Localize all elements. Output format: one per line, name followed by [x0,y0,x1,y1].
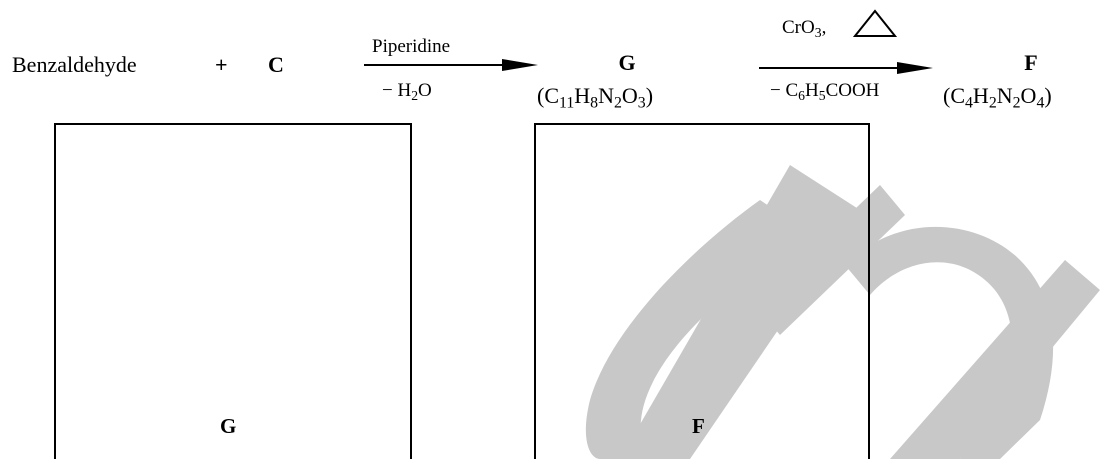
reaction-arrow-2 [759,62,933,74]
f-formula-p0: (C [943,83,965,108]
arrow2-byproduct-p2: H [804,80,819,101]
answer-box-f[interactable] [534,123,870,459]
reaction-arrow-1 [364,59,538,71]
arrow1-reagent-label: Piperidine [372,36,451,57]
arrow2-reagent-sub: 3 [814,24,822,40]
arrow2-byproduct-label: − C6H5COOH [770,80,879,102]
g-formula-p8: ) [645,83,654,108]
g-formula-p2: H [574,83,591,108]
arrow2-byproduct-p4: COOH [825,80,880,101]
intermediate-label: G [618,50,636,75]
answer-box-f-label: F [692,414,705,438]
arrow2-reagent-suffix: , [821,17,827,38]
arrow1-byproduct-prefix: − H [382,80,412,101]
f-formula-p2: H [972,83,989,108]
plus-sign: + [215,52,228,77]
answer-box-g-label: G [220,414,237,438]
arrow1-byproduct-label: − H2O [382,80,432,102]
f-formula-p7: 4 [1036,94,1045,112]
arrow1-byproduct-suffix: O [418,80,432,101]
f-formula-p3: 2 [988,94,997,112]
g-formula-p0: (C [537,83,559,108]
g-formula-p7: 3 [637,94,646,112]
g-formula-p1: 11 [559,94,575,112]
f-formula-p4: N [996,83,1013,108]
g-formula-p3: 8 [590,94,599,112]
reactant-benzaldehyde: Benzaldehyde [12,52,137,77]
arrow2-reagent-prefix: CrO [782,17,815,38]
intermediate-formula: (C11H8N2O3) [537,83,654,112]
g-formula-p4: N [598,83,614,108]
arrow2-byproduct-p0: − C [770,80,799,101]
reactant-c: C [268,52,284,77]
arrow2-reagent-label: CrO3, [782,17,826,39]
product-formula: (C4H2N2O4) [943,83,1052,112]
triangle-icon [852,9,898,37]
arrow2-byproduct-p3: 5 [818,87,826,103]
product-label: F [1024,50,1038,75]
answer-box-g[interactable] [54,123,412,459]
f-formula-p8: ) [1044,83,1052,108]
arrow1-byproduct-sub: 2 [411,87,419,103]
arrow2-byproduct-p1: 6 [798,87,805,103]
f-formula-p6: O [1020,83,1037,108]
f-formula-p5: 2 [1012,94,1021,112]
f-formula-p1: 4 [965,94,973,112]
g-formula-p5: 2 [613,94,622,112]
g-formula-p6: O [621,83,638,108]
